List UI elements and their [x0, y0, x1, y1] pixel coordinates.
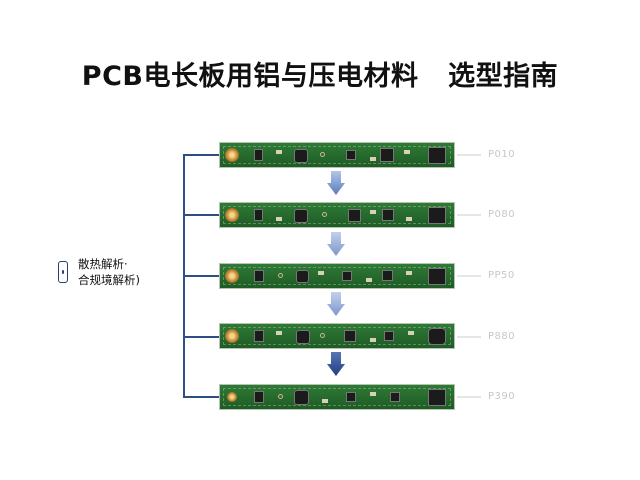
chip [380, 148, 394, 162]
gold-pad [227, 392, 237, 402]
component [370, 338, 376, 342]
component [366, 278, 372, 282]
leader-line [457, 154, 481, 156]
component [404, 150, 410, 154]
chip [294, 209, 308, 223]
chip [382, 209, 394, 221]
side-label-text: 散热解析· 合规境解析) [78, 256, 140, 288]
component [276, 331, 282, 335]
component [370, 210, 376, 214]
gold-pad [225, 329, 239, 343]
bracket-branch [183, 214, 220, 216]
side-label-line2: 合规境解析) [78, 273, 140, 287]
component [318, 271, 324, 275]
component [276, 217, 282, 221]
via [320, 333, 325, 338]
chip [428, 268, 446, 285]
down-arrow-icon [327, 171, 345, 195]
row-code: P880 [488, 331, 516, 342]
component [370, 392, 376, 396]
component [406, 217, 412, 221]
chip [428, 147, 446, 164]
bracket-branch [183, 275, 220, 277]
chip [254, 391, 264, 403]
chip [296, 270, 309, 283]
via [278, 273, 283, 278]
side-label: 散热解析· 合规境解析) [58, 256, 140, 288]
row-code: P390 [488, 391, 516, 402]
via [322, 212, 327, 217]
chip [254, 270, 264, 282]
via [278, 394, 283, 399]
leader-line [457, 336, 481, 338]
side-label-line1: 散热解析· [78, 257, 128, 271]
pcb-board [219, 384, 455, 410]
bracket-branch [183, 154, 220, 156]
gold-pad [225, 208, 239, 222]
component [408, 331, 414, 335]
chip [254, 209, 263, 221]
gold-pad [225, 269, 239, 283]
pcb-board [219, 202, 455, 228]
phone-icon [58, 261, 68, 283]
bracket-branch [183, 396, 220, 398]
page-title: PCB电长板用铝与压电材料 选型指南 [81, 61, 559, 92]
chip [294, 149, 308, 163]
bracket-branch [183, 336, 220, 338]
chip [294, 390, 309, 405]
chip [346, 392, 356, 402]
chip [254, 149, 263, 161]
leader-line [457, 214, 481, 216]
row-code: P010 [488, 149, 516, 160]
leader-line [457, 275, 481, 277]
chip [428, 389, 446, 406]
chip [382, 270, 393, 281]
chip [296, 330, 310, 344]
chip [348, 209, 361, 222]
via [320, 152, 325, 157]
component [322, 399, 328, 403]
down-arrow-icon [327, 352, 345, 376]
row-code: P080 [488, 209, 516, 220]
row-code: PP50 [488, 270, 515, 281]
chip [428, 328, 446, 345]
pcb-board [219, 142, 455, 168]
pcb-board [219, 263, 455, 289]
chip [344, 330, 356, 342]
chip [342, 271, 352, 281]
chip [254, 330, 264, 342]
component [276, 150, 282, 154]
component [370, 157, 376, 161]
chip [384, 331, 394, 341]
chip [390, 392, 400, 402]
component [406, 271, 412, 275]
down-arrow-icon [327, 232, 345, 256]
leader-line [457, 396, 481, 398]
gold-pad [225, 148, 239, 162]
pcb-board [219, 323, 455, 349]
chip [428, 207, 446, 224]
chip [346, 150, 356, 160]
down-arrow-icon [327, 292, 345, 316]
